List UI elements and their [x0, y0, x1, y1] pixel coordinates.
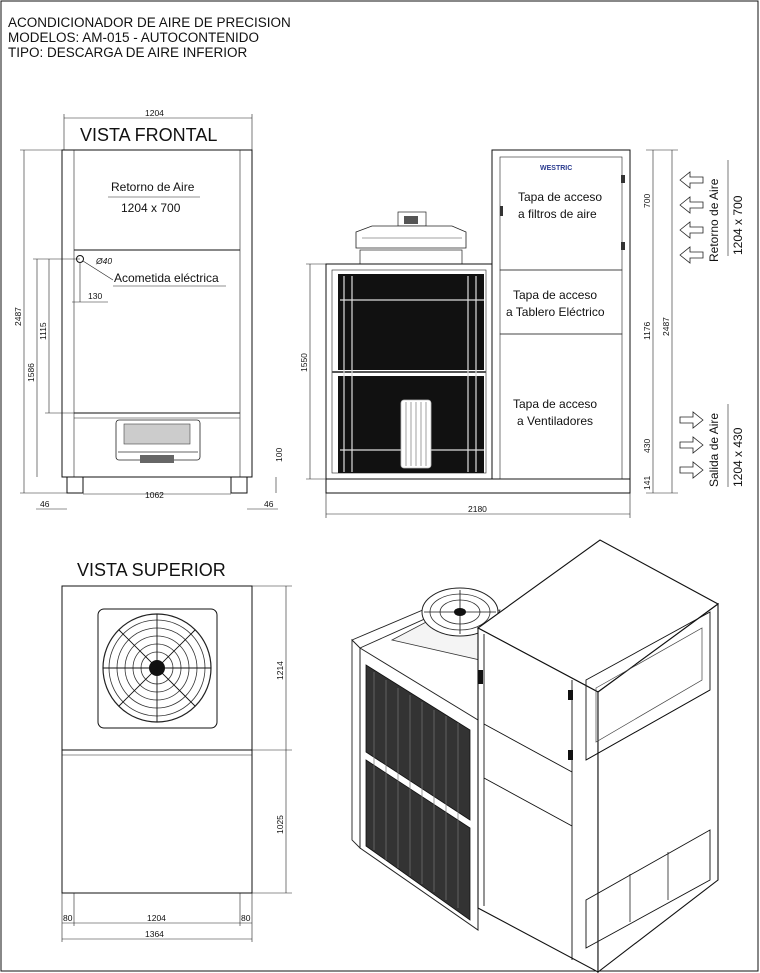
dim-2487-side-label: 2487 — [661, 317, 671, 336]
dim-1214-label: 1214 — [275, 661, 285, 680]
top-fan-icon — [102, 613, 212, 723]
header-line-1: ACONDICIONADOR DE AIRE DE PRECISION — [8, 15, 291, 30]
front-fan — [115, 419, 201, 463]
front-return-size: 1204 x 700 — [121, 201, 181, 215]
upper-coil-grille — [338, 274, 484, 370]
dim-1176-label: 1176 — [642, 321, 652, 340]
front-view-title: VISTA FRONTAL — [80, 125, 217, 145]
front-view: VISTA FRONTAL 1204 Retorno de Aire 1204 … — [13, 108, 284, 510]
panel-fans-line2: a Ventiladores — [517, 414, 593, 428]
side-view: WESTRIC Tapa de acceso a filtros de aire… — [299, 149, 745, 518]
panel-filters-line2: a filtros de aire — [518, 207, 597, 221]
iso-fan — [421, 587, 499, 637]
panel-fans-line1: Tapa de acceso — [513, 397, 597, 411]
iso-cabinet-side — [597, 602, 719, 973]
dim-1204-top: 1204 — [147, 913, 166, 923]
dim-130: 130 — [88, 291, 102, 301]
dim-700-label: 700 — [642, 194, 652, 208]
dim-front-width: 1204 — [145, 108, 164, 118]
side-supply-size: 1204 x 430 — [731, 427, 745, 487]
header-line-3: TIPO: DESCARGA DE AIRE INFERIOR — [8, 45, 248, 60]
iso-side-openings — [585, 611, 711, 949]
top-lower-section — [61, 749, 253, 894]
top-view: VISTA SUPERIOR 1214 1025 — [61, 560, 292, 942]
dim-100-label: 100 — [274, 448, 284, 462]
front-foot-left — [66, 476, 84, 494]
side-return-label: Retorno de Aire — [707, 178, 721, 262]
dim-2180-label: 2180 — [468, 504, 487, 514]
dim-1586-label: 1586 — [26, 363, 36, 382]
hole-diameter-label: Ø40 — [95, 256, 112, 266]
dim-front-height: 2487 — [13, 307, 23, 326]
return-airflow-arrows — [679, 171, 704, 264]
iso-lower-coil — [365, 759, 471, 921]
dim-141-label: 141 — [642, 476, 652, 490]
panel-filters-line1: Tapa de acceso — [518, 190, 602, 204]
dim-1025-label: 1025 — [275, 815, 285, 834]
dim-430-label: 430 — [642, 439, 652, 453]
dim-1115-label: 1115 — [38, 322, 48, 340]
header-line-2: MODELOS: AM-015 - AUTOCONTENIDO — [8, 30, 259, 45]
front-return-label: Retorno de Aire — [111, 180, 195, 194]
iso-upper-coil — [365, 664, 471, 821]
dim-80-right: 80 — [241, 913, 251, 923]
front-foot-right — [230, 476, 248, 494]
side-base — [325, 478, 631, 494]
panel-electric-line1: Tapa de acceso — [513, 288, 597, 302]
dim-1550-label: 1550 — [299, 353, 309, 372]
iso-coil-lines — [373, 672, 459, 908]
side-return-size: 1204 x 700 — [731, 195, 745, 255]
dim-1364-label: 1364 — [145, 929, 164, 939]
isometric-view — [351, 539, 720, 973]
dim-80-left: 80 — [63, 913, 73, 923]
top-view-title: VISTA SUPERIOR — [77, 560, 226, 580]
front-cabinet — [61, 149, 253, 478]
side-supply-label: Salida de Aire — [707, 413, 721, 487]
dim-46-left: 46 — [40, 499, 50, 509]
panel-electric-line2: a Tablero Eléctrico — [506, 305, 605, 319]
dim-1062-label: 1062 — [145, 490, 164, 500]
electric-entry-label: Acometida eléctrica — [114, 271, 219, 285]
top-fan-plate — [97, 608, 218, 729]
supply-airflow-arrows — [679, 411, 704, 479]
cylindrical-fan — [400, 399, 432, 469]
coil-mesh — [340, 276, 484, 472]
brand-logo: WESTRIC — [540, 165, 572, 172]
side-top-fan — [355, 211, 467, 265]
dim-46-right: 46 — [264, 499, 274, 509]
